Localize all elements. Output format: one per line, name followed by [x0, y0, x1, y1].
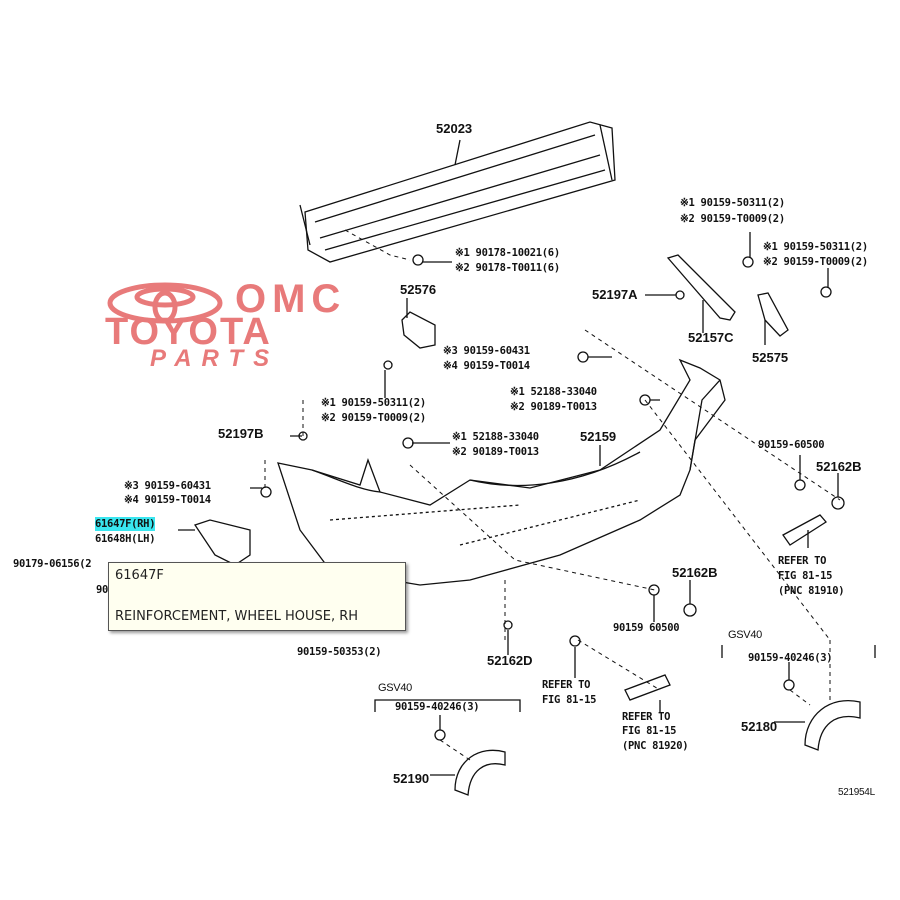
reflector-right[interactable]	[782, 514, 827, 546]
part-label[interactable]: ※3 90159-60431	[124, 480, 211, 492]
part-label[interactable]: ※2 90189-T0013	[510, 401, 597, 413]
refer-label[interactable]: REFER TO	[542, 679, 591, 691]
refer-label[interactable]: (PNC 81910)	[778, 585, 845, 597]
part-label-52162b[interactable]: 52162B	[816, 459, 862, 474]
part-label-52023[interactable]: 52023	[436, 121, 473, 136]
part-label[interactable]: 90159-60500	[758, 439, 825, 451]
part-label[interactable]: ※2 90159-T0009(2)	[321, 412, 426, 424]
tooltip-part-code: 61647F	[115, 568, 164, 583]
retainer-52157c[interactable]	[666, 254, 736, 321]
part-label-52197b[interactable]: 52197B	[218, 426, 264, 441]
variant-label: GSV40	[728, 629, 762, 641]
logo-omc: OMC	[235, 277, 347, 321]
reflector-left[interactable]	[624, 674, 671, 701]
part-label[interactable]: ※2 90159-T0009(2)	[680, 213, 785, 225]
part-label[interactable]: 90179-06156(2	[13, 558, 92, 570]
part-label[interactable]: ※4 90159-T0014	[124, 494, 211, 506]
part-label[interactable]: 90159-40246(3)	[395, 701, 480, 713]
refer-label[interactable]: FIG 81-15	[778, 570, 833, 582]
omc-toyota-parts-logo: OMC TOYOTA PARTS	[95, 277, 380, 373]
part-label[interactable]: 90159-50353(2)	[297, 646, 382, 658]
logo-parts: PARTS	[150, 345, 280, 372]
refer-label[interactable]: REFER TO	[778, 555, 827, 567]
figure-code: 521954L	[838, 787, 875, 798]
part-label-52180[interactable]: 52180	[741, 719, 778, 734]
refer-label[interactable]: REFER TO	[622, 711, 671, 723]
part-label[interactable]: ※1 52188-33040	[452, 431, 539, 443]
part-label-52197a[interactable]: 52197A	[592, 287, 638, 302]
part-label-52162b[interactable]: 52162B	[672, 565, 718, 580]
part-label-61647f-selected[interactable]: 61647F(RH)	[95, 517, 156, 531]
bracket-52576[interactable]	[401, 311, 436, 349]
part-label[interactable]: 90159 60500	[613, 622, 680, 634]
part-label[interactable]: ※2 90189-T0013	[452, 446, 539, 458]
part-label-52576[interactable]: 52576	[400, 282, 437, 297]
part-label[interactable]: ※1 52188-33040	[510, 386, 597, 398]
wheel-liner-52190[interactable]	[454, 749, 506, 796]
part-label[interactable]: 90159-40246(3)	[748, 652, 833, 664]
retainer-52575[interactable]	[757, 292, 789, 337]
part-label[interactable]: ※3 90159-60431	[443, 345, 530, 357]
variant-label: GSV40	[378, 682, 412, 694]
refer-label[interactable]: FIG 81-15	[622, 725, 677, 737]
toyota-emblem-icon	[107, 282, 223, 324]
part-label[interactable]: ※2 90159-T0009(2)	[763, 256, 868, 268]
wheel-liner-52180[interactable]	[804, 700, 861, 751]
part-label-partial[interactable]: 90	[96, 584, 109, 596]
reinforcement-61647f[interactable]	[193, 519, 251, 566]
part-label-52162d[interactable]: 52162D	[487, 653, 533, 668]
tooltip-part-description: REINFORCEMENT, WHEEL HOUSE, RH	[115, 609, 359, 624]
part-tooltip: 61647F REINFORCEMENT, WHEEL HOUSE, RH	[108, 562, 406, 631]
part-label[interactable]: ※1 90159-50311(2)	[680, 197, 785, 209]
part-label[interactable]: ※1 90159-50311(2)	[763, 241, 868, 253]
bumper-cover-52159[interactable]	[277, 358, 726, 586]
part-label-52159[interactable]: 52159	[580, 429, 617, 444]
part-label-52190[interactable]: 52190	[393, 771, 430, 786]
refer-label[interactable]: FIG 81-15	[542, 694, 597, 706]
bumper-reinforcement-52023[interactable]	[299, 121, 616, 263]
part-label[interactable]: ※1 90178-10021(6)	[455, 247, 560, 259]
part-label-61648h[interactable]: 61648H(LH)	[95, 533, 156, 545]
part-label[interactable]: ※1 90159-50311(2)	[321, 397, 426, 409]
part-label-52575[interactable]: 52575	[752, 350, 789, 365]
refer-label[interactable]: (PNC 81920)	[622, 740, 689, 752]
part-label[interactable]: ※4 90159-T0014	[443, 360, 530, 372]
logo-toyota: TOYOTA	[105, 311, 272, 353]
part-label-52157c[interactable]: 52157C	[688, 330, 734, 345]
part-label[interactable]: ※2 90178-T0011(6)	[455, 262, 560, 274]
